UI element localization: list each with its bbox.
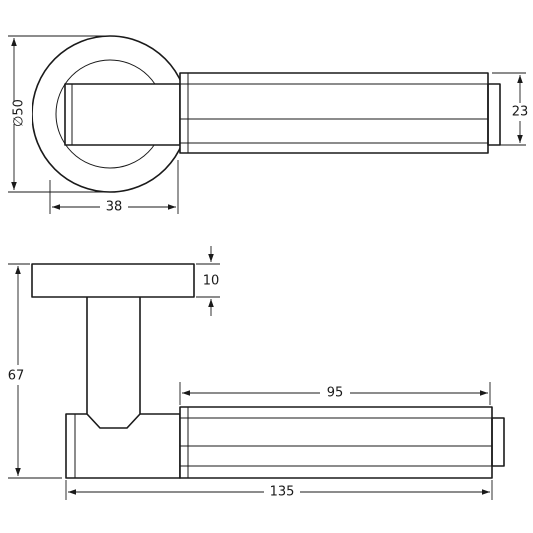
dimension-95: 95 [179,382,491,405]
lever-end-cap [487,83,501,146]
lever-front [179,72,489,154]
side-view [31,263,505,479]
dimension-rose-diameter: ∅50 [8,35,105,193]
dimension-rose-diameter-label: ∅50 [12,99,27,127]
dimension-95-label: 95 [327,386,344,401]
neck-side [86,297,141,429]
dimension-67-label: 67 [8,369,25,384]
dimension-23-label: 23 [512,105,529,120]
boss-front [64,83,181,146]
dimension-38-label: 38 [106,200,123,215]
dimension-38: 38 [49,160,179,216]
dimension-23: 23 [492,72,533,146]
dimension-10: 10 [196,246,220,316]
dimension-10-label: 10 [203,274,220,289]
dimension-135-label: 135 [270,485,295,500]
front-view [31,35,501,193]
rose-side [31,263,195,298]
lever-end-cap-side [491,417,505,467]
dimension-135: 135 [65,480,493,501]
dimension-67: 67 [4,263,62,479]
boss-side [65,413,181,479]
